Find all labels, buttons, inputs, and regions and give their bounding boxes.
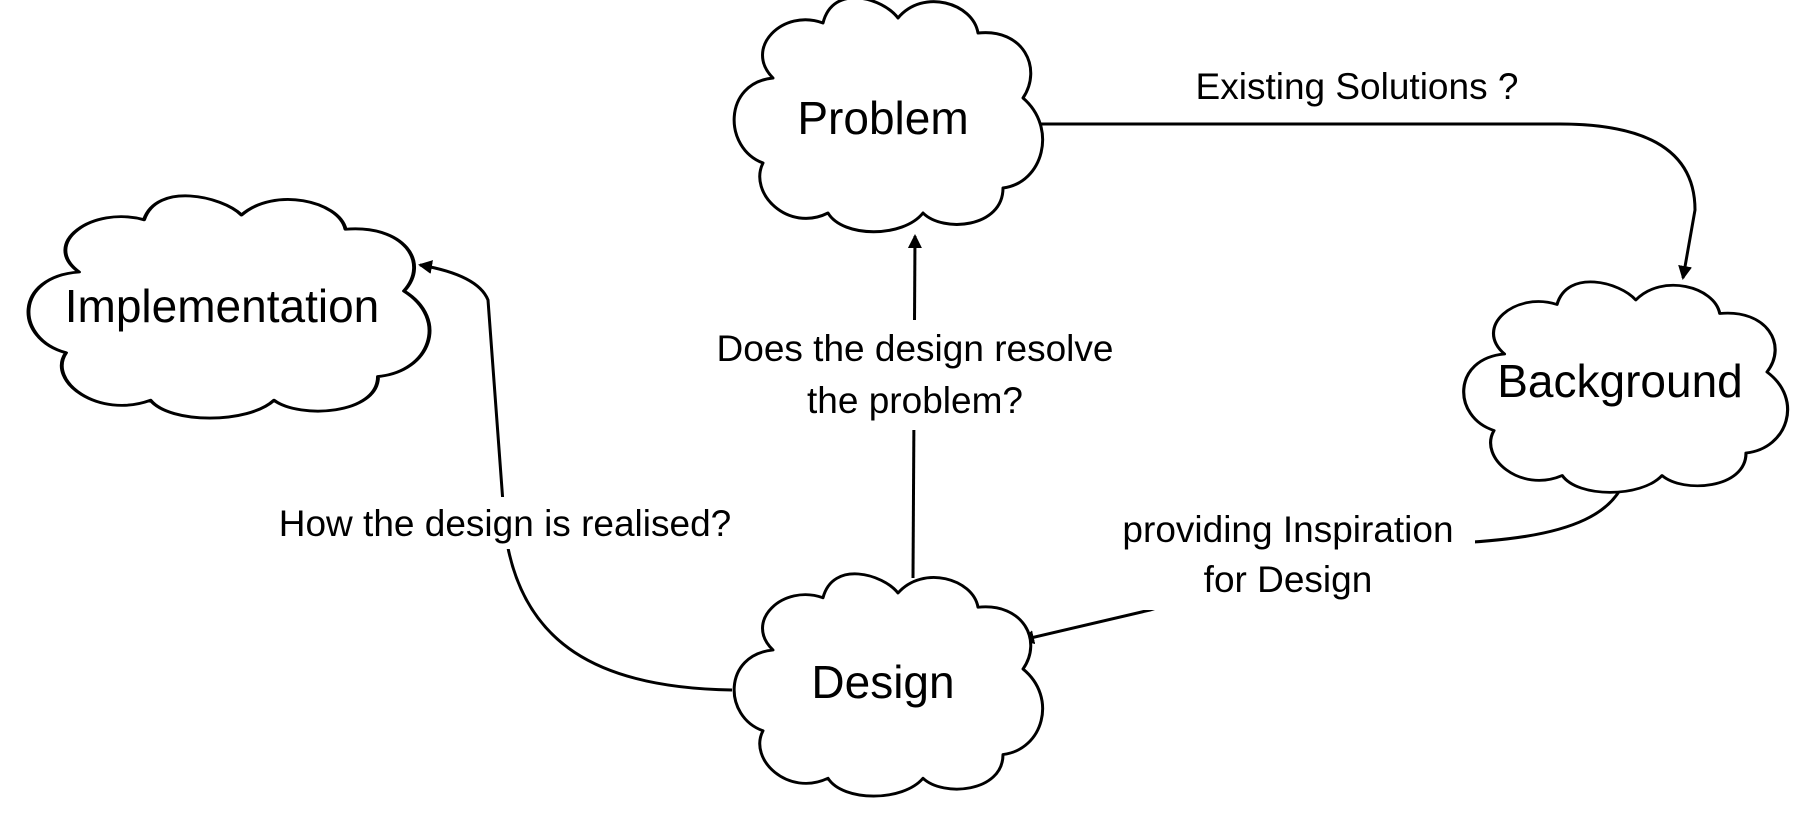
node-problem: Problem <box>732 0 1045 234</box>
edge-label-design-resolve: Does the design resolve the problem? <box>685 320 1145 430</box>
cloud-shape <box>732 572 1045 798</box>
node-design <box>732 572 1045 798</box>
cloud-shape <box>732 0 1045 234</box>
svg-text:the problem?: the problem? <box>807 380 1023 421</box>
cloud-shape <box>26 194 432 420</box>
svg-text:Does the design resolve: Does the design resolve <box>717 328 1114 369</box>
node-label-design: Design <box>811 656 954 708</box>
node-background <box>1462 280 1790 494</box>
edge-label-existing-solutions: Existing Solutions ? <box>1170 60 1550 108</box>
node-label-implementation: Implementation <box>65 280 380 332</box>
node-implementation <box>26 194 432 420</box>
svg-text:for Design: for Design <box>1204 559 1373 600</box>
node-label: Problem <box>797 92 968 144</box>
svg-text:Existing Solutions ?: Existing Solutions ? <box>1196 66 1519 107</box>
node-label-background: Background <box>1497 355 1743 407</box>
edge-label-design-realised: How the design is realised? <box>245 497 765 549</box>
edge-design-to-implementation <box>418 260 733 692</box>
svg-text:How the design is realised?: How the design is realised? <box>279 503 731 544</box>
cloud-shape <box>1462 280 1790 494</box>
svg-text:providing Inspiration: providing Inspiration <box>1122 509 1453 550</box>
edge-problem-to-background <box>1022 122 1697 280</box>
edge-label-providing-inspiration: providing Inspiration for Design <box>1100 505 1475 610</box>
